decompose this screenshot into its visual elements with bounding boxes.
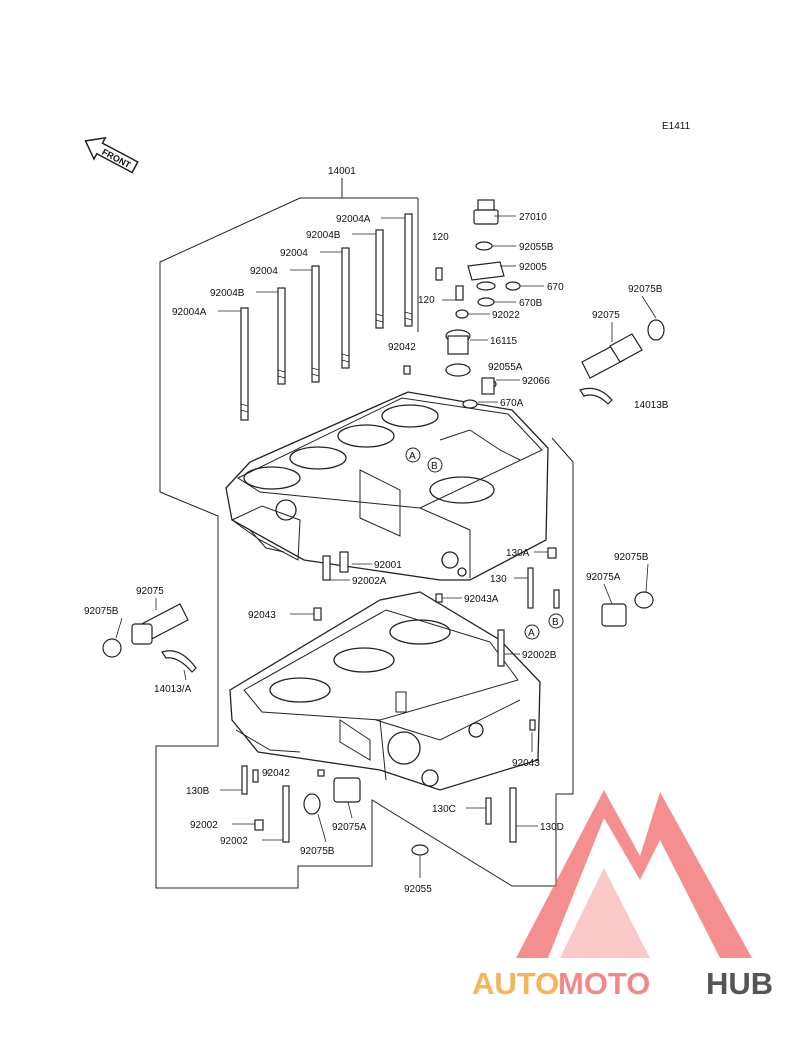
group-boundary [155, 197, 574, 889]
label-130b: 130B [186, 786, 210, 797]
label-92002-1: 92002 [190, 820, 218, 831]
right-lower-shaft-parts [601, 591, 654, 627]
front-arrow-icon: FRONT [84, 136, 139, 174]
watermark-part-auto: AUTO [472, 966, 559, 1001]
label-92075b-r2: 92075B [614, 552, 649, 563]
label-92075b-l: 92075B [84, 606, 119, 617]
oil-filler-cap [445, 329, 497, 409]
label-92004a-2: 92004A [172, 307, 207, 318]
label-27010: 27010 [519, 212, 547, 223]
watermark-logo [516, 790, 752, 958]
label-92055a: 92055A [488, 362, 523, 373]
lower-crankcase [229, 591, 541, 791]
label-92075a-b: 92075A [332, 822, 367, 833]
label-92004b-top: 92004B [306, 230, 341, 241]
label-92055b: 92055B [519, 242, 554, 253]
label-92066: 92066 [522, 376, 550, 387]
leader-lines [115, 215, 657, 878]
label-92004-1: 92004 [280, 248, 308, 259]
callout-b-upper-label: B [431, 461, 438, 472]
label-92005: 92005 [519, 262, 547, 273]
label-14013b: 14013B [634, 400, 669, 411]
watermark-part-hub: HUB [706, 966, 773, 1001]
label-130c: 130C [432, 804, 456, 815]
label-92043-b: 92043 [512, 758, 540, 769]
fasteners-middle [313, 547, 560, 731]
oil-pressure-switch [435, 199, 521, 319]
label-92042-b: 92042 [262, 768, 290, 779]
right-shaft-parts [579, 319, 665, 405]
label-120-top: 120 [432, 232, 449, 243]
label-92075-l: 92075 [136, 586, 164, 597]
label-92002a: 92002A [352, 576, 387, 587]
label-14013a: 14013/A [154, 684, 192, 695]
label-92075-r: 92075 [592, 310, 620, 321]
label-670b: 670B [519, 298, 543, 309]
label-92043a: 92043A [464, 594, 499, 605]
left-shaft-parts [102, 603, 197, 673]
label-92004b-2: 92004B [210, 288, 245, 299]
upper-crankcase [225, 391, 549, 581]
fasteners-bottom [241, 365, 517, 856]
label-92043-top: 92043 [248, 610, 276, 621]
label-92042-top: 92042 [388, 342, 416, 353]
callout-a-upper-label: A [409, 451, 416, 462]
cylinder-studs [240, 213, 413, 421]
watermark-part-moto: MOTO [558, 966, 650, 1001]
label-670a: 670A [500, 398, 524, 409]
label-92004a-top: 92004A [336, 214, 371, 225]
label-92002b: 92002B [522, 650, 557, 661]
label-130d: 130D [540, 822, 564, 833]
callout-b-lower: B [548, 613, 564, 629]
label-92004-2: 92004 [250, 266, 278, 277]
label-92075a-r: 92075A [586, 572, 621, 583]
label-92022: 92022 [492, 310, 520, 321]
callout-a-upper: A [405, 447, 421, 463]
watermark-text: AUTO MOTO HUB [472, 966, 773, 1001]
part-labels: 14001 92004A 92004B 92004 92004 92004B 9… [84, 166, 669, 895]
label-92001: 92001 [374, 560, 402, 571]
label-92075b-b: 92075B [300, 846, 335, 857]
label-130: 130 [490, 574, 507, 585]
label-670: 670 [547, 282, 564, 293]
label-92002-2: 92002 [220, 836, 248, 847]
watermark-logo-icon [516, 790, 752, 958]
callout-b-upper: B [427, 457, 443, 473]
label-92055: 92055 [404, 884, 432, 895]
callout-a-lower: A [524, 624, 540, 640]
callout-b-lower-label: B [552, 617, 559, 628]
label-92075b-r: 92075B [628, 284, 663, 295]
stud-thread-marks [240, 311, 413, 413]
diagram-code: E1411 [662, 121, 691, 132]
label-130a: 130A [506, 548, 530, 559]
label-120-2: 120 [418, 295, 435, 306]
callout-a-lower-label: A [528, 628, 535, 639]
label-14001: 14001 [328, 166, 356, 177]
label-16115: 16115 [490, 336, 518, 347]
